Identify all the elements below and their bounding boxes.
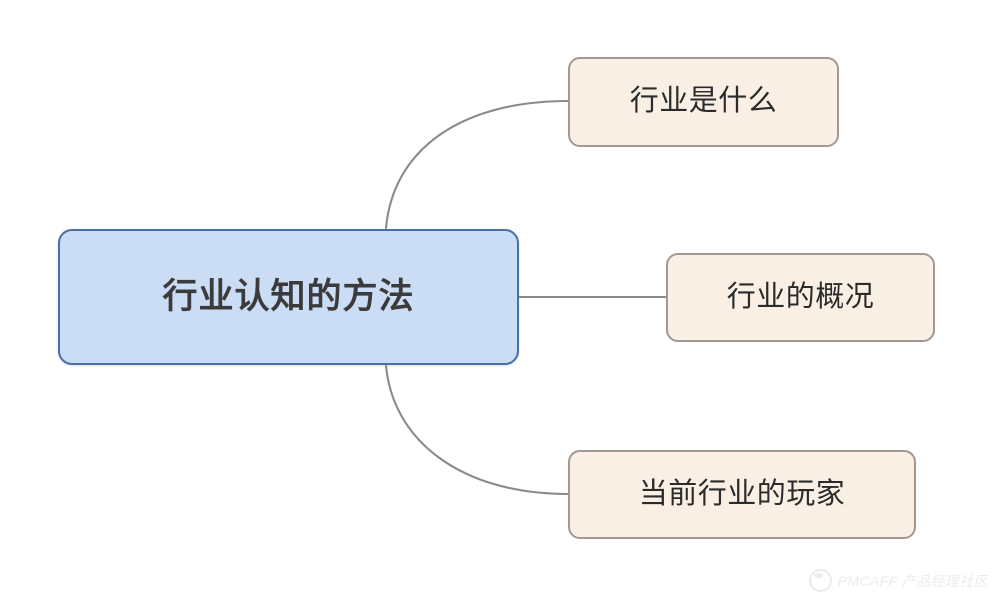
mindmap-root-node[interactable]: 行业认知的方法 — [58, 229, 519, 365]
mindmap-branch-node-2[interactable]: 行业的概况 — [666, 253, 935, 342]
pmcaff-logo-icon — [808, 569, 832, 592]
branch-node-1-label: 行业是什么 — [629, 85, 778, 118]
mindmap-branch-node-3[interactable]: 当前行业的玩家 — [568, 450, 916, 539]
watermark: PMCAFF 产品经理社区 — [808, 569, 988, 592]
connector-root-to-branch-1 — [384, 99, 570, 230]
watermark-label: PMCAFF 产品经理社区 — [837, 572, 988, 589]
branch-node-3-label: 当前行业的玩家 — [638, 477, 846, 510]
mindmap-branch-node-1[interactable]: 行业是什么 — [568, 57, 839, 147]
branch-node-2-label: 行业的概况 — [726, 280, 875, 313]
root-node-label: 行业认知的方法 — [162, 276, 415, 316]
connector-root-to-branch-3 — [384, 364, 570, 496]
